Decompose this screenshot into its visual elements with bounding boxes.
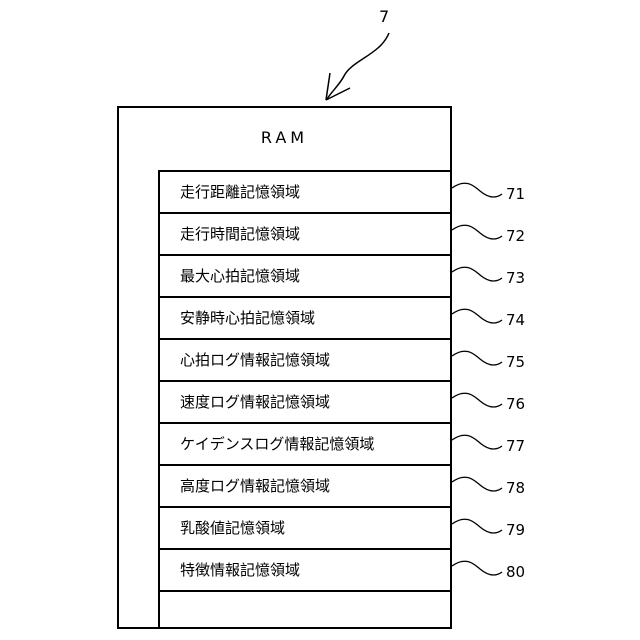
region-label: 最大心拍記憶領域 <box>180 266 300 286</box>
reference-number-76: 76 <box>506 395 525 413</box>
region-row-72: 走行時間記憶領域 <box>160 214 452 256</box>
region-label: 特徴情報記憶領域 <box>180 560 300 580</box>
memory-region-stack: 走行距離記憶領域 走行時間記憶領域 最大心拍記憶領域 安静時心拍記憶領域 心拍ロ… <box>158 170 452 629</box>
region-row-78: 高度ログ情報記憶領域 <box>160 466 452 508</box>
reference-number-71: 71 <box>506 185 525 203</box>
reference-number-74: 74 <box>506 311 525 329</box>
leader-line <box>452 477 502 491</box>
reference-number-77: 77 <box>506 437 525 455</box>
figure-leader-line <box>327 33 389 99</box>
region-row-77: ケイデンスログ情報記憶領域 <box>160 424 452 466</box>
leader-line <box>452 561 502 575</box>
region-row-73: 最大心拍記憶領域 <box>160 256 452 298</box>
leader-line <box>452 351 502 365</box>
region-row-76: 速度ログ情報記憶領域 <box>160 382 452 424</box>
region-label: 乳酸値記憶領域 <box>180 518 285 538</box>
leader-line <box>452 435 502 449</box>
figure-reference-number: 7 <box>379 8 389 26</box>
region-label: 安静時心拍記憶領域 <box>180 308 315 328</box>
leader-line <box>452 225 502 239</box>
region-row-79: 乳酸値記憶領域 <box>160 508 452 550</box>
region-label: 高度ログ情報記憶領域 <box>180 476 330 496</box>
reference-number-72: 72 <box>506 227 525 245</box>
region-row-75: 心拍ログ情報記憶領域 <box>160 340 452 382</box>
leader-line <box>452 519 502 533</box>
reference-number-75: 75 <box>506 353 525 371</box>
leader-line <box>452 393 502 407</box>
region-label: 走行時間記憶領域 <box>180 224 300 244</box>
region-label: 心拍ログ情報記憶領域 <box>180 350 330 370</box>
leader-line <box>452 183 502 197</box>
region-row-80: 特徴情報記憶領域 <box>160 550 452 592</box>
leader-line <box>452 309 502 323</box>
reference-number-79: 79 <box>506 521 525 539</box>
region-label: ケイデンスログ情報記憶領域 <box>180 434 374 454</box>
region-row-74: 安静時心拍記憶領域 <box>160 298 452 340</box>
region-label: 速度ログ情報記憶領域 <box>180 392 330 412</box>
reference-number-73: 73 <box>506 269 525 287</box>
region-label: 走行距離記憶領域 <box>180 182 300 202</box>
region-row-71: 走行距離記憶領域 <box>160 172 452 214</box>
reference-number-78: 78 <box>506 479 525 497</box>
ram-title: RAM <box>117 128 452 148</box>
reference-number-80: 80 <box>506 563 525 581</box>
leader-line <box>452 267 502 281</box>
